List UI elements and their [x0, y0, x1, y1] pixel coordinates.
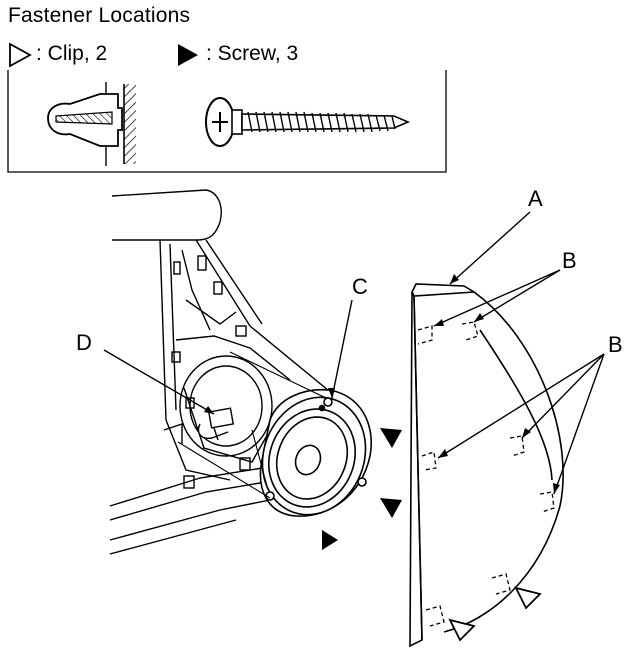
callout-b-top: B — [562, 248, 577, 273]
clip-detail-icon — [47, 82, 136, 166]
screw-symbol-icon — [178, 44, 198, 66]
trim-panel-illustration — [409, 283, 564, 648]
clip-marks — [417, 321, 555, 627]
connector-icon — [197, 407, 235, 441]
callout-a: A — [528, 186, 543, 211]
legend-frame — [7, 70, 447, 173]
screw-marker-icon — [380, 428, 402, 448]
clip-legend-label: : Clip, 2 — [36, 42, 108, 65]
arrowheads — [204, 274, 560, 494]
clip-symbol-icon — [9, 42, 32, 68]
screw-marker-icon — [322, 530, 338, 550]
speaker-icon — [259, 388, 372, 517]
alignment-lines — [177, 351, 327, 499]
clip-marker-icon — [514, 586, 542, 610]
callout-d: D — [76, 330, 92, 355]
screw-detail-icon — [205, 97, 411, 147]
clip-marker-icon — [448, 618, 476, 642]
screw-legend-label: : Screw, 3 — [206, 42, 299, 65]
callout-c: C — [352, 274, 368, 299]
callout-b-right: B — [608, 332, 623, 357]
screw-marker-icon — [380, 498, 402, 518]
leader-lines — [103, 211, 605, 495]
page-title: Fastener Locations — [8, 4, 191, 27]
